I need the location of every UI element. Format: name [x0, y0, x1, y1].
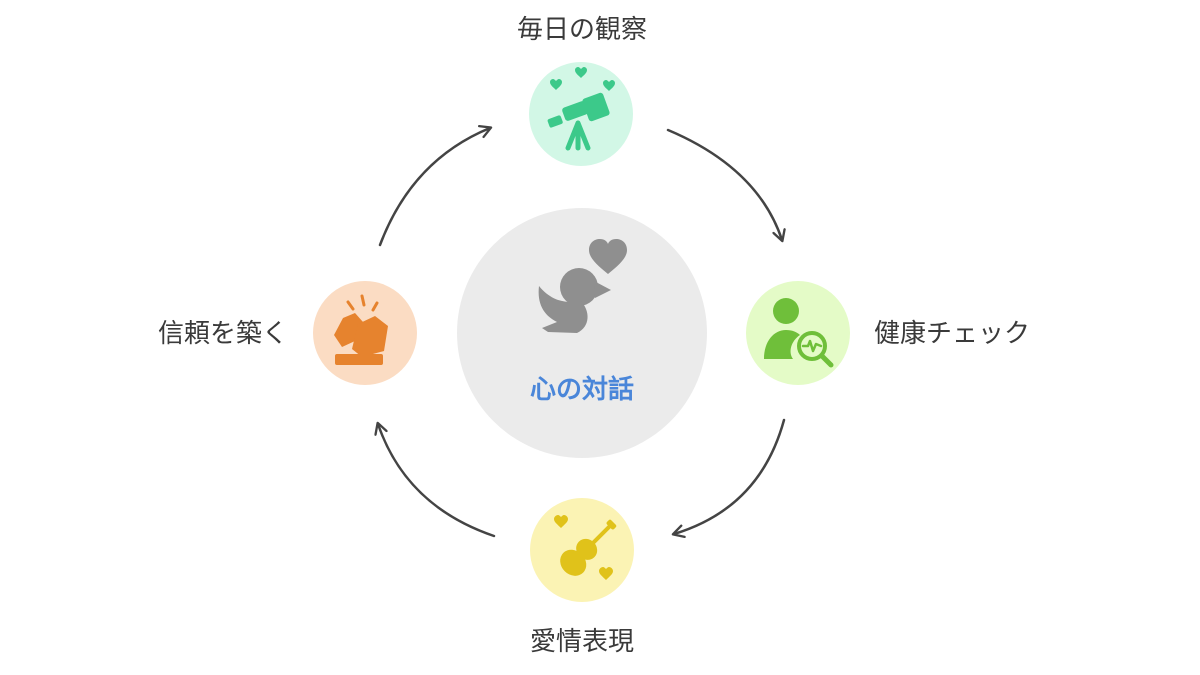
node-affection: 愛情表現 — [530, 498, 634, 657]
health-check-person-icon — [764, 298, 834, 368]
center-hub: 心の対話 — [457, 208, 707, 458]
node-observation: 毎日の観察 — [517, 15, 647, 166]
violin-hearts-icon — [554, 515, 617, 580]
center-circle — [457, 208, 707, 458]
fist-bump-icon — [334, 294, 388, 365]
telescope-hearts-icon — [547, 67, 615, 151]
node-trust-label: 信頼を築く — [158, 319, 288, 349]
node-observation-label: 毎日の観察 — [517, 15, 647, 45]
arrow-health-to-affection — [671, 418, 786, 539]
heart-shape — [589, 239, 627, 274]
cycle-arrows — [374, 124, 786, 539]
bird-heart-icon — [538, 239, 627, 333]
arrow-trust-to-observation — [378, 124, 493, 247]
bird-head — [560, 268, 598, 306]
arrow-observation-to-health — [666, 128, 786, 243]
node-health-label: 健康チェック — [874, 319, 1030, 349]
node-trust: 信頼を築く — [158, 281, 417, 385]
center-label: 心の対話 — [530, 374, 634, 405]
node-health: 健康チェック — [746, 281, 1030, 385]
node-health-circle — [746, 281, 850, 385]
node-affection-label: 愛情表現 — [530, 627, 634, 657]
bird-beak — [594, 281, 611, 298]
bird-body — [538, 286, 588, 333]
arrow-affection-to-trust — [374, 421, 496, 538]
